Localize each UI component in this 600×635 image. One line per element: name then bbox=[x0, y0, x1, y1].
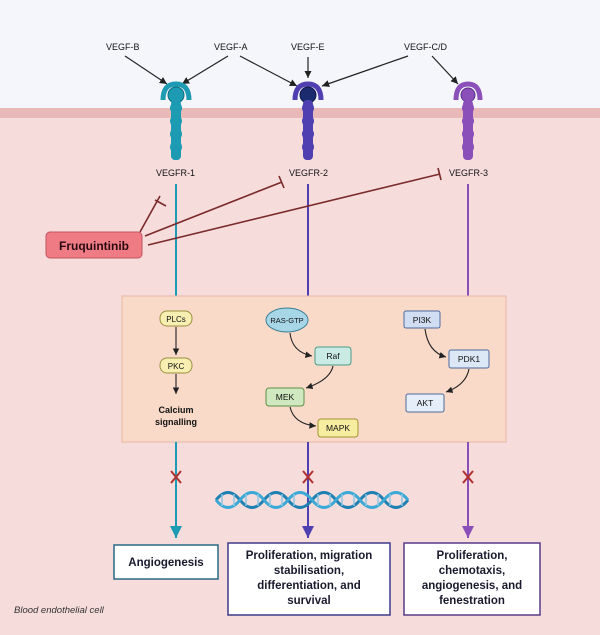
block-mark-r2 bbox=[302, 470, 314, 484]
arrow-pi3k-pdk1 bbox=[424, 328, 447, 359]
receptor-vegfr1-label: VEGFR-1 bbox=[156, 168, 195, 178]
node-mapk bbox=[317, 418, 359, 438]
outcome-chemotaxis-line1: Proliferation, bbox=[437, 550, 508, 562]
node-raf-label: Raf bbox=[326, 351, 340, 361]
inhibition-lines bbox=[139, 167, 442, 246]
node-akt bbox=[405, 393, 445, 413]
outcome-chemotaxis-line3: angiogenesis, and bbox=[422, 580, 522, 592]
node-calcium-line2: signalling bbox=[155, 417, 197, 427]
node-pi3k bbox=[403, 310, 441, 329]
node-mek-label: MEK bbox=[276, 392, 295, 402]
outcome-proliferation-line4: survival bbox=[287, 595, 330, 607]
ligand-vegf-e: VEGF-E bbox=[291, 42, 325, 52]
block-mark-r3 bbox=[462, 470, 474, 484]
outcome-proliferation-line2: stabilisation, bbox=[274, 565, 344, 577]
drug-fruquintinib bbox=[45, 231, 143, 259]
arrow-vegfa-to-r2 bbox=[239, 55, 298, 87]
outcome-box-proliferation bbox=[227, 542, 391, 616]
node-mapk-label: MAPK bbox=[326, 423, 350, 433]
outcome-proliferation-line3: differentiation, and bbox=[257, 580, 361, 592]
node-akt-label: AKT bbox=[417, 398, 434, 408]
drug-fruquintinib-label: Fruquintinib bbox=[59, 239, 129, 253]
node-calcium-line1: Calcium bbox=[158, 405, 193, 415]
arrow-vegfcd-to-r3 bbox=[431, 55, 459, 85]
node-pdk1 bbox=[448, 349, 490, 369]
node-raf bbox=[314, 346, 352, 366]
node-pi3k-label: PI3K bbox=[413, 315, 432, 325]
arrow-pdk1-akt bbox=[445, 368, 470, 393]
node-plcs-label: PLCs bbox=[166, 315, 186, 324]
arrow-ras-raf bbox=[289, 332, 313, 358]
receptor-vegfr1 bbox=[160, 81, 192, 160]
node-pdk1-label: PDK1 bbox=[458, 354, 480, 364]
cell-type-label: Blood endothelial cell bbox=[14, 605, 105, 616]
outcome-chemotaxis-line2: chemotaxis, bbox=[439, 565, 505, 577]
outcome-box-angiogenesis bbox=[113, 544, 219, 580]
arrow-vegfb-to-r1 bbox=[124, 55, 168, 85]
arrow-raf-mek bbox=[305, 365, 334, 390]
dna-helix-icon bbox=[214, 491, 410, 509]
node-pkc-label: PKC bbox=[168, 362, 185, 371]
receptor-vegfr2-label: VEGFR-2 bbox=[289, 168, 328, 178]
arrow-vegfcd-to-r2 bbox=[321, 55, 409, 88]
arrow-vegfa-to-r1 bbox=[181, 55, 229, 85]
outcome-angiogenesis: Angiogenesis bbox=[128, 557, 203, 569]
outcome-box-chemotaxis bbox=[403, 542, 541, 616]
ligand-vegf-cd: VEGF-C/D bbox=[404, 42, 448, 52]
outcome-chemotaxis-line4: fenestration bbox=[439, 595, 505, 607]
node-ras-gtp-label: RAS-GTP bbox=[270, 316, 303, 325]
cell-membrane bbox=[0, 108, 600, 118]
receptor-vegfr3-label: VEGFR-3 bbox=[449, 168, 488, 178]
ligand-vegf-b: VEGF-B bbox=[106, 42, 140, 52]
block-mark-r1 bbox=[170, 470, 182, 484]
node-pkc bbox=[159, 357, 193, 374]
receptor-vegfr3 bbox=[453, 81, 483, 160]
arrow-mek-mapk bbox=[289, 406, 317, 429]
outcome-proliferation-line1: Proliferation, migration bbox=[246, 550, 373, 562]
node-ras-gtp bbox=[265, 307, 309, 333]
ligand-vegf-a: VEGF-A bbox=[214, 42, 248, 52]
node-mek bbox=[265, 387, 305, 407]
receptor-vegfr2 bbox=[292, 81, 324, 160]
node-plcs bbox=[159, 310, 193, 327]
